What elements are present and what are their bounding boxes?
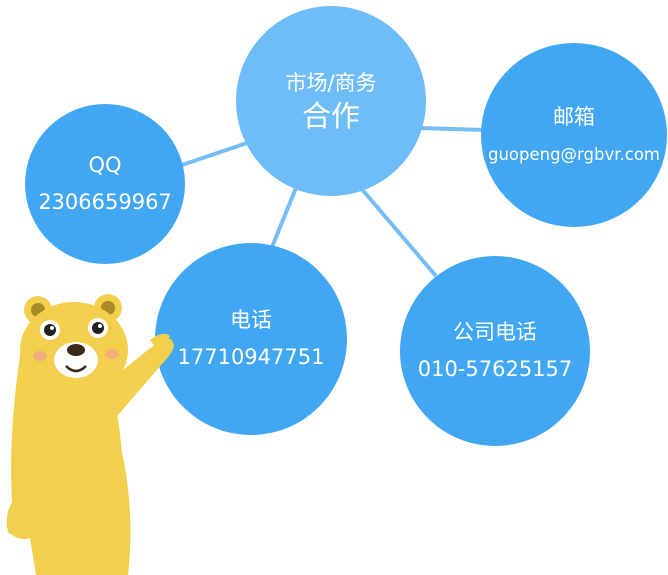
email-label: 邮箱 bbox=[553, 105, 595, 129]
connector-phone bbox=[270, 182, 300, 248]
office-phone-number: 010-57625157 bbox=[417, 357, 573, 381]
office-phone-label: 公司电话 bbox=[453, 320, 537, 344]
phone-label: 电话 bbox=[230, 308, 272, 332]
qq-node: QQ 2306659967 bbox=[25, 104, 185, 264]
connector-qq bbox=[181, 140, 251, 167]
center-subtitle: 合作 bbox=[301, 99, 360, 133]
qq-number: 2306659967 bbox=[38, 190, 172, 214]
qq-label: QQ bbox=[88, 153, 122, 177]
center-title: 市场/商务 bbox=[285, 71, 377, 95]
bear-mascot-icon bbox=[6, 294, 174, 575]
connector-office bbox=[358, 185, 438, 278]
center-node: 市场/商务 合作 bbox=[236, 6, 426, 196]
email-address: guopeng@rgbvr.com bbox=[487, 145, 661, 164]
email-node: 邮箱 guopeng@rgbvr.com bbox=[481, 43, 667, 227]
connector-email bbox=[419, 126, 485, 132]
office-phone-node: 公司电话 010-57625157 bbox=[400, 256, 590, 446]
phone-node: 电话 17710947751 bbox=[155, 243, 347, 435]
phone-number: 17710947751 bbox=[177, 345, 325, 369]
